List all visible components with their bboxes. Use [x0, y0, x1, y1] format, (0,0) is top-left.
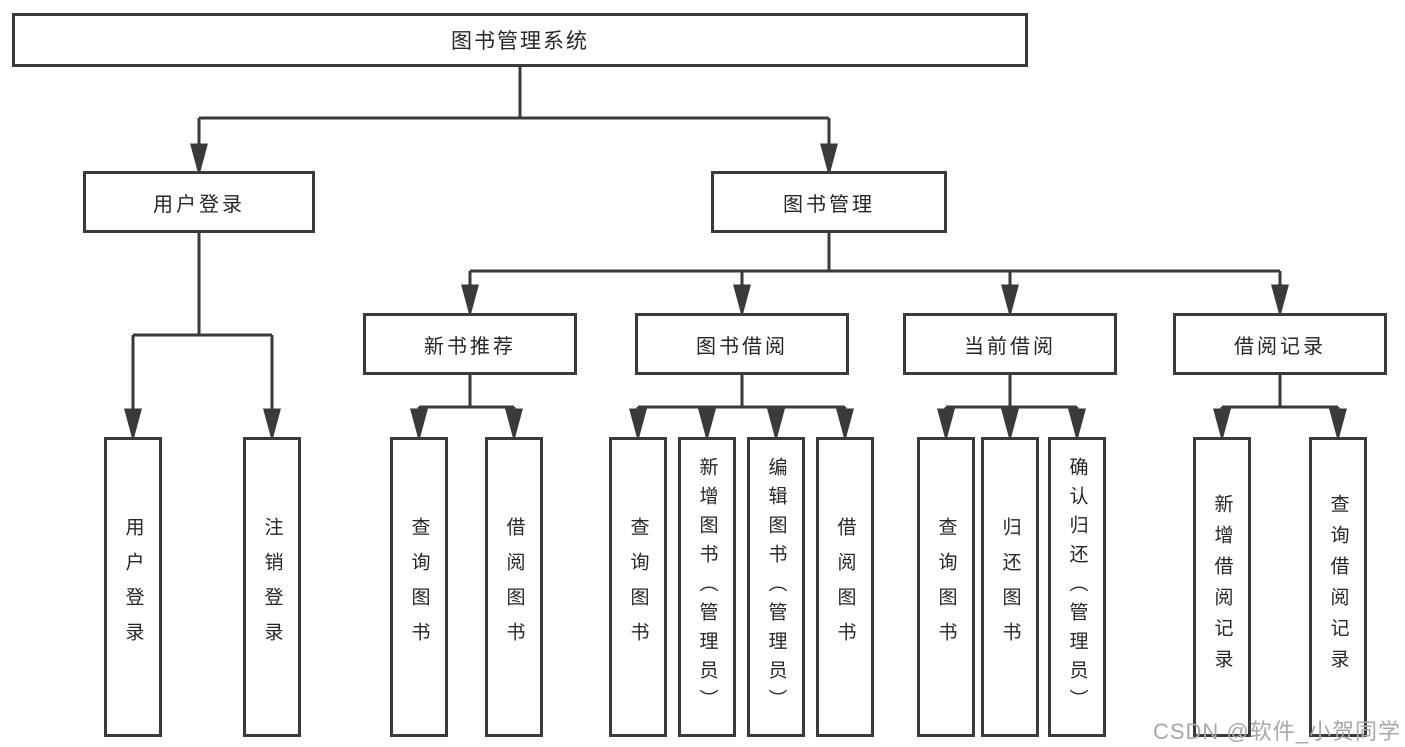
connector-newbook-to-leaves — [410, 375, 523, 442]
leaf-query-book-borrow: 查询图书 — [609, 437, 667, 737]
leaf-edit-book-admin-label: 编辑图书（管理员） — [765, 456, 787, 718]
leaf-add-borrow-record: 新增借阅记录 — [1193, 437, 1251, 737]
leaf-logout-label: 注销登录 — [261, 517, 283, 657]
leaf-confirm-return-admin-label: 确认归还（管理员） — [1066, 456, 1088, 718]
leaf-return-book: 归还图书 — [981, 437, 1039, 737]
node-book-borrow: 图书借阅 — [635, 313, 849, 375]
leaf-logout: 注销登录 — [243, 437, 301, 737]
node-book-management-branch-label: 图书管理 — [783, 193, 875, 216]
leaf-confirm-return-admin: 确认归还（管理员） — [1048, 437, 1106, 737]
connector-root-to-level2 — [190, 67, 838, 177]
leaf-query-book-recommend: 查询图书 — [390, 437, 448, 737]
node-root-system-label: 图书管理系统 — [451, 30, 589, 53]
leaf-borrow-book-label: 借阅图书 — [834, 517, 856, 657]
leaf-query-book-borrow-label: 查询图书 — [627, 517, 649, 657]
leaf-query-book-current: 查询图书 — [917, 437, 975, 737]
leaf-borrow-book-recommend: 借阅图书 — [485, 437, 543, 737]
node-new-book-recommend-label: 新书推荐 — [424, 335, 516, 358]
leaf-user-login-label: 用户登录 — [122, 517, 144, 657]
leaf-query-book-current-label: 查询图书 — [935, 517, 957, 657]
node-current-borrow: 当前借阅 — [903, 313, 1117, 375]
leaf-user-login: 用户登录 — [104, 437, 162, 737]
node-borrow-records: 借阅记录 — [1173, 313, 1387, 375]
csdn-watermark: CSDN @软件_小贺同学 — [1152, 719, 1401, 744]
connector-borrow-to-leaves — [629, 375, 854, 442]
leaf-return-book-label: 归还图书 — [999, 517, 1021, 657]
leaf-query-borrow-record: 查询借阅记录 — [1309, 437, 1367, 737]
leaf-add-borrow-record-label: 新增借阅记录 — [1211, 494, 1233, 680]
leaf-borrow-book: 借阅图书 — [816, 437, 874, 737]
node-root-system: 图书管理系统 — [12, 13, 1028, 67]
leaf-add-book-admin-label: 新增图书（管理员） — [696, 456, 718, 718]
leaf-query-borrow-record-label: 查询借阅记录 — [1327, 494, 1349, 680]
node-user-login-branch: 用户登录 — [83, 171, 315, 233]
node-new-book-recommend: 新书推荐 — [363, 313, 577, 375]
connector-login-to-leaves — [124, 233, 281, 442]
leaf-add-book-admin: 新增图书（管理员） — [678, 437, 736, 737]
node-book-borrow-label: 图书借阅 — [696, 335, 788, 358]
connector-current-to-leaves — [937, 375, 1086, 442]
node-borrow-records-label: 借阅记录 — [1234, 335, 1326, 358]
leaf-query-book-recommend-label: 查询图书 — [408, 517, 430, 657]
leaf-edit-book-admin: 编辑图书（管理员） — [747, 437, 805, 737]
leaf-borrow-book-recommend-label: 借阅图书 — [503, 517, 525, 657]
node-current-borrow-label: 当前借阅 — [964, 335, 1056, 358]
connector-records-to-leaves — [1213, 375, 1347, 442]
node-user-login-branch-label: 用户登录 — [153, 193, 245, 216]
node-book-management-branch: 图书管理 — [711, 171, 947, 233]
connector-management-to-level3 — [461, 233, 1289, 318]
